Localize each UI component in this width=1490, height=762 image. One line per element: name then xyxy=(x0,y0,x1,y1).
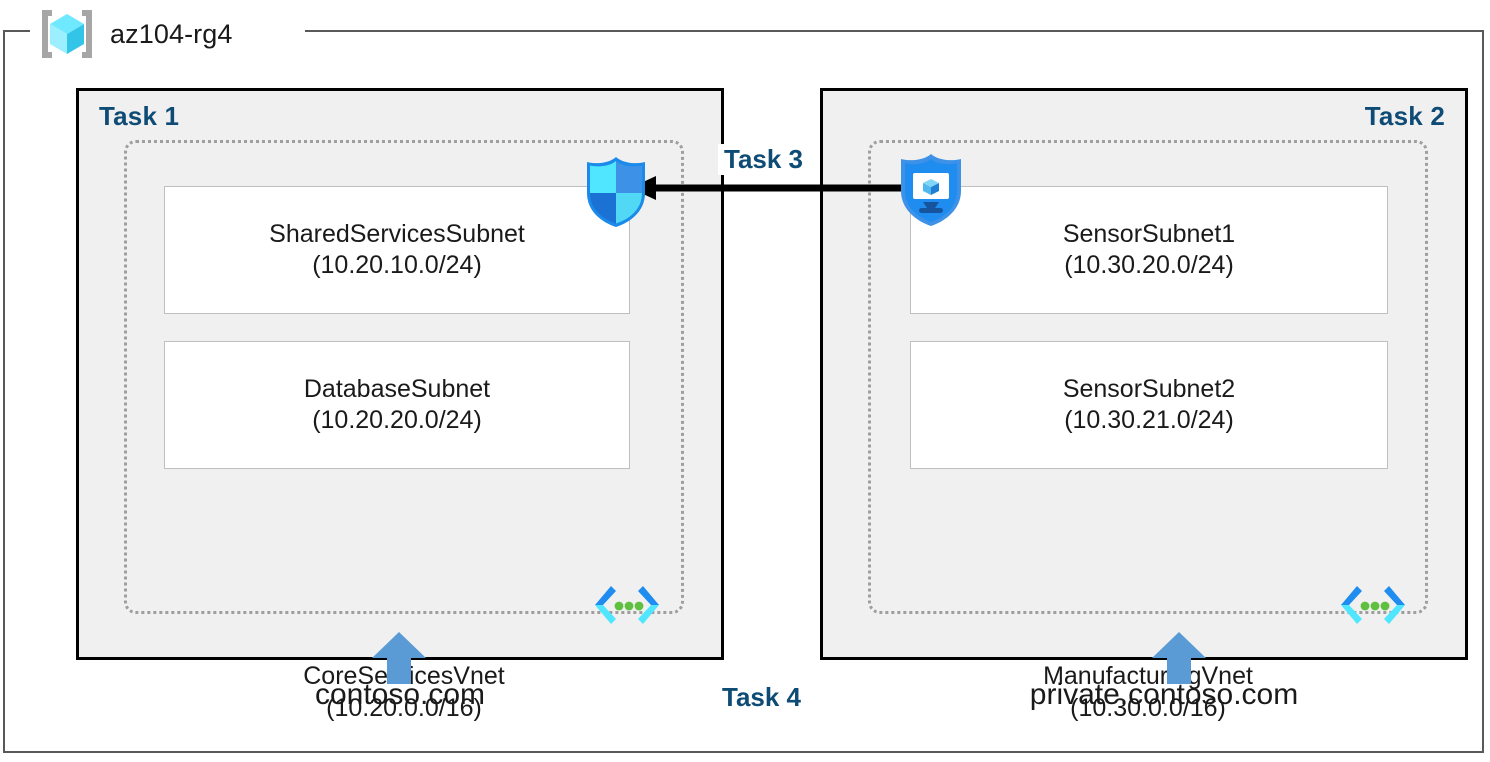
private-contoso-dns-zone-label: private.contoso.com xyxy=(1029,678,1299,711)
manufacturing-vnet-name: ManufacturingVnet xyxy=(1043,662,1253,690)
resource-group-cube-icon xyxy=(36,6,98,62)
shared-services-subnet-cidr: (10.20.10.0/24) xyxy=(312,251,482,279)
resource-group-container xyxy=(3,30,1484,753)
sensor-subnet-2: SensorSubnet2 (10.30.21.0/24) xyxy=(910,341,1388,469)
sensor-subnet-2-cidr: (10.30.21.0/24) xyxy=(1064,406,1234,434)
sensor-subnet-1-name: SensorSubnet1 xyxy=(1062,219,1236,248)
vnet-peering-arrow xyxy=(630,170,920,206)
resource-group-header: az104-rg4 xyxy=(36,6,232,62)
virtual-network-icon xyxy=(594,583,660,627)
database-subnet-name: DatabaseSubnet xyxy=(303,374,491,403)
bastion-shield-icon xyxy=(897,152,965,228)
task4-label: Task 4 xyxy=(722,682,802,712)
manufacturing-vnet-cidr: (10.30.0.0/16) xyxy=(1070,693,1226,722)
task3-label: Task 3 xyxy=(718,144,810,175)
up-arrow-icon xyxy=(372,632,426,684)
task2-label: Task 2 xyxy=(1364,101,1445,131)
sensor-subnet-1-cidr: (10.30.20.0/24) xyxy=(1064,251,1234,279)
database-subnet-cidr: (10.20.20.0/24) xyxy=(312,406,482,434)
sensor-subnet-2-name: SensorSubnet2 xyxy=(1062,374,1236,403)
up-arrow-icon xyxy=(1152,632,1206,684)
manufacturing-vnet-boundary: ManufacturingVnet (10.30.0.0/16) xyxy=(868,140,1428,722)
database-subnet: DatabaseSubnet (10.20.20.0/24) xyxy=(164,341,630,469)
shared-services-subnet: SharedServicesSubnet (10.20.10.0/24) xyxy=(164,186,630,314)
core-services-vnet-cidr: (10.20.0.0/16) xyxy=(326,693,482,722)
sensor-subnet-1: SensorSubnet1 (10.30.20.0/24) xyxy=(910,186,1388,314)
task1-label: Task 1 xyxy=(99,101,180,131)
core-services-vnet-boundary: CoreServicesVnet (10.20.0.0/16) xyxy=(124,140,684,722)
core-services-vnet-caption: CoreServicesVnet (10.20.0.0/16) xyxy=(127,661,681,724)
virtual-network-icon xyxy=(1340,583,1406,627)
firewall-shield-icon xyxy=(583,155,649,229)
manufacturing-vnet-caption: ManufacturingVnet (10.30.0.0/16) xyxy=(871,661,1425,724)
shared-services-subnet-name: SharedServicesSubnet xyxy=(269,219,525,248)
contoso-dns-zone-label: contoso.com xyxy=(314,678,486,711)
resource-group-name: az104-rg4 xyxy=(110,18,233,49)
